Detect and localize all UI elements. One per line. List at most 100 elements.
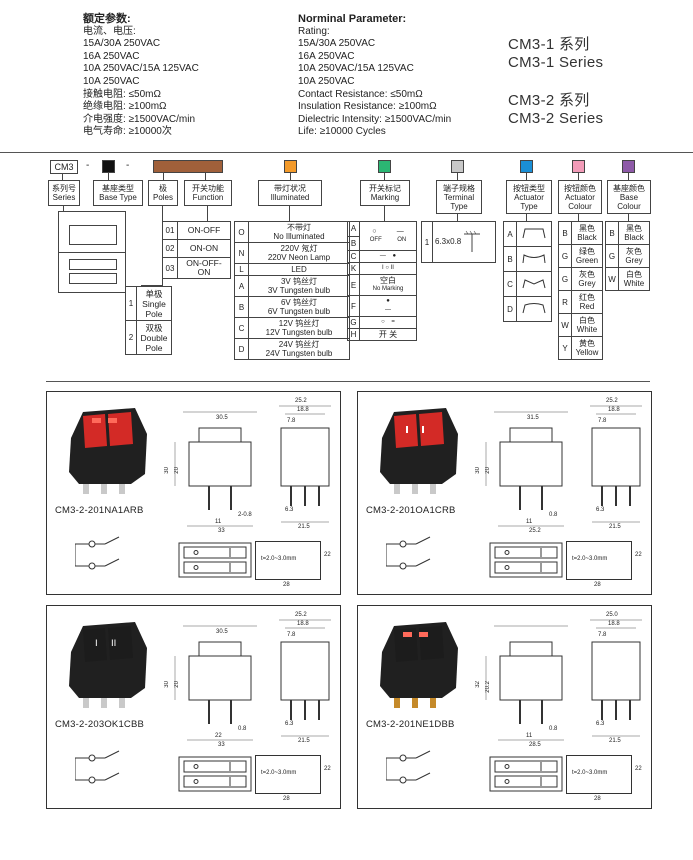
panel-thickness: t=2.0~3.0mm: [572, 556, 608, 562]
dim-pin: 0.8: [549, 512, 558, 518]
poles-code: 2: [125, 320, 137, 355]
actuator-code: D: [503, 296, 517, 322]
dim-side-4: 6.3: [285, 721, 294, 727]
spec-line: 电气寿命: ≥10000次: [83, 126, 172, 138]
actuator-row: D: [503, 296, 552, 322]
spec-line: 10A 250VAC: [298, 75, 355, 87]
colour-code: B: [558, 221, 572, 245]
front-view-drawing: [485, 411, 568, 527]
panel-cutout: t=2.0~3.0mm: [255, 541, 321, 580]
panel-cutout: t=2.0~3.0mm: [566, 755, 632, 794]
marking-code: A: [347, 221, 360, 237]
actuator-shape-icon: [522, 228, 546, 239]
dim-side-4: 6.3: [596, 721, 605, 727]
dim-side-5: 21.5: [298, 738, 310, 744]
spec-line: 15A/30A 250VAC: [298, 38, 376, 50]
poles-connector: [141, 285, 163, 286]
dim-cutout-bottom: 28: [283, 582, 290, 588]
dim-height: 30: [475, 467, 481, 474]
marking-code: E: [347, 274, 360, 296]
front-view-drawing: [174, 625, 257, 741]
spec-line: 10A 250VAC: [83, 75, 140, 87]
dim-width: 31.5: [527, 415, 539, 421]
dim-side-5: 21.5: [609, 738, 621, 744]
dim-bottom: 33: [218, 528, 225, 534]
poles-code: 1: [125, 286, 137, 321]
product-panel: CM3-2-201NA1ARB 30.5 30 20 11 2-0.8 33 2…: [46, 391, 341, 595]
cutout-drawing: [178, 756, 252, 792]
stub: [62, 173, 63, 180]
dim-height: 30: [164, 467, 170, 474]
dim-cutout-bottom: 28: [594, 796, 601, 802]
terminal-icon: [464, 230, 481, 252]
dim-cutout-side: 22: [324, 766, 331, 772]
stub: [526, 213, 527, 221]
series-cm31-cn: CM3-1 系列: [508, 36, 590, 53]
front-view-drawing: [485, 625, 568, 741]
code-swatch-grey: [451, 160, 464, 173]
actuator-shape-icon: [522, 303, 546, 314]
product-panel: CM3-2-201OA1CRB 31.5 30 20 11 0.8 25.2 2…: [357, 391, 652, 595]
dim-height-inner: 20.2: [485, 681, 491, 693]
code-swatch-purple: [622, 160, 635, 173]
dim-side-4: 6.3: [596, 507, 605, 513]
illumination-code: A: [234, 275, 249, 297]
dim-side-3: 7.8: [287, 632, 296, 638]
dim-side-2: 18.8: [297, 407, 309, 413]
circuit-symbol: [75, 536, 120, 570]
svg-text:II: II: [111, 639, 116, 649]
colour-code: G: [558, 244, 572, 268]
side-view-drawing: [590, 405, 642, 523]
stub: [457, 173, 458, 180]
code-dash-1: -: [86, 160, 90, 171]
dim-pin: 2-0.8: [238, 512, 252, 518]
code-swatch-green: [378, 160, 391, 173]
product-photo: [380, 622, 458, 708]
dim-side-2: 18.8: [297, 621, 309, 627]
panel-cutout: t=2.0~3.0mm: [566, 541, 632, 580]
spec-line: 16A 250VAC: [298, 50, 355, 62]
stub: [289, 205, 290, 221]
actuator-shape-icon: [522, 254, 546, 264]
actuator-row: C: [503, 271, 552, 297]
dim-pitch: 11: [215, 519, 222, 525]
actuator-shape: [516, 246, 552, 272]
dim-height-inner: 20: [174, 467, 180, 474]
dim-cutout-side: 22: [635, 552, 642, 558]
side-view-drawing: [279, 405, 331, 523]
illumination-code: B: [234, 296, 249, 318]
stub: [290, 173, 291, 180]
dim-cutout-bottom: 28: [594, 582, 601, 588]
dim-side-1: 25.2: [606, 398, 618, 404]
svg-text:I: I: [95, 639, 98, 649]
dim-height-inner: 20: [174, 681, 180, 688]
colour-code: Y: [558, 336, 572, 360]
spec-line: Dielectric Intensity: ≥1500VAC/min: [298, 113, 452, 125]
dim-width: 30.5: [216, 415, 228, 421]
marking-symbol-io: I ○ II: [359, 262, 417, 275]
dim-pin: 0.8: [238, 726, 247, 732]
